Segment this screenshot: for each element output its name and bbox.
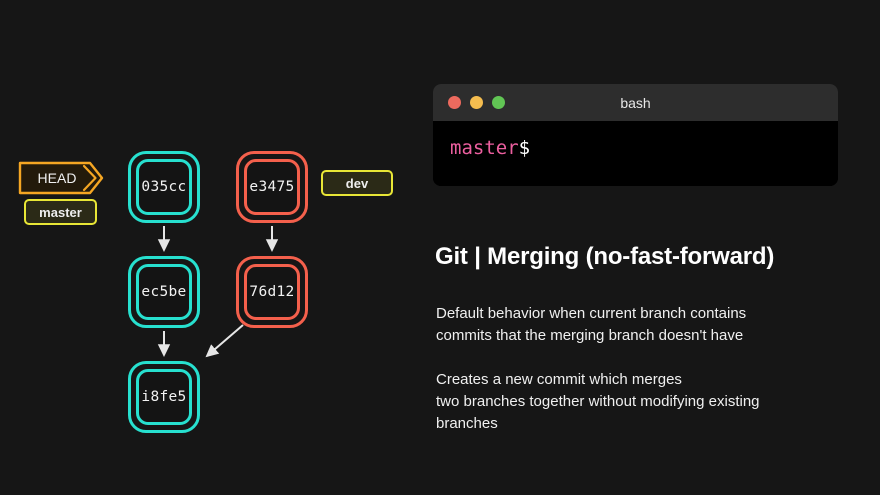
commit-node-76d12[interactable]: 76d12	[236, 256, 308, 328]
commit-node-inner: 76d12	[244, 264, 300, 320]
commit-hash: i8fe5	[141, 389, 187, 405]
commit-node-e3475[interactable]: e3475	[236, 151, 308, 223]
content-heading: Git | Merging (no-fast-forward)	[435, 243, 775, 270]
maximize-dot-icon[interactable]	[492, 96, 505, 109]
commit-node-inner: e3475	[244, 159, 300, 215]
prompt-sigil: $	[518, 137, 531, 159]
terminal-prompt-line: master$	[450, 137, 838, 159]
branch-chip-master[interactable]: master	[24, 199, 97, 225]
head-pointer: HEAD	[18, 161, 104, 195]
content-paragraph: Default behavior when current branch con…	[436, 305, 747, 344]
edge-76d12-i8fe5	[205, 324, 244, 358]
commit-node-i8fe5[interactable]: i8fe5	[128, 361, 200, 433]
terminal-title: bash	[620, 94, 651, 111]
commit-node-inner: ec5be	[136, 264, 192, 320]
terminal-titlebar: bash	[433, 84, 838, 121]
commit-graph-edges	[157, 226, 279, 358]
commit-hash: 035cc	[141, 179, 187, 195]
prompt-branch-name: master	[450, 137, 519, 159]
commit-node-035cc[interactable]: 035cc	[128, 151, 200, 223]
terminal-window[interactable]: bash master$	[433, 84, 838, 186]
terminal-window-controls	[448, 96, 505, 109]
minimize-dot-icon[interactable]	[470, 96, 483, 109]
commit-node-inner: i8fe5	[136, 369, 192, 425]
commit-node-inner: 035cc	[136, 159, 192, 215]
commit-hash: ec5be	[141, 284, 187, 300]
close-dot-icon[interactable]	[448, 96, 461, 109]
commit-graph-panel: HEAD master dev 035cc ec5be i8fe5 e3475 …	[0, 0, 425, 495]
content-paragraph: Creates a new commit which merges two br…	[436, 371, 760, 432]
branch-chip-dev[interactable]: dev	[321, 170, 393, 196]
commit-node-ec5be[interactable]: ec5be	[128, 256, 200, 328]
commit-hash: 76d12	[249, 284, 295, 300]
terminal-body[interactable]: master$	[433, 121, 838, 186]
commit-hash: e3475	[249, 179, 295, 195]
